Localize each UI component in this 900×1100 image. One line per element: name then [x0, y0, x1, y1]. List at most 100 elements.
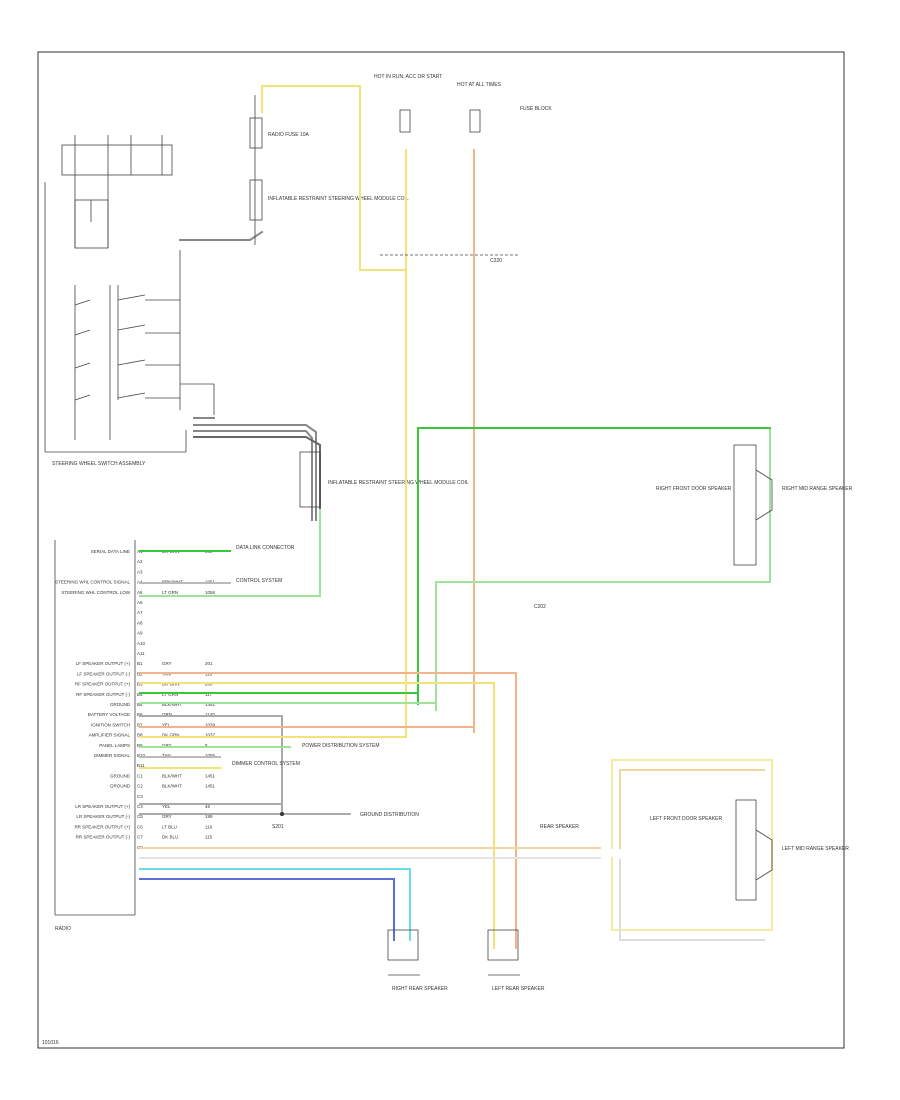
coil-lower: INFLATABLE RESTRAINT STEERING WHEEL MODU… [299, 451, 469, 508]
data-link-label: DATA LINK CONNECTOR [236, 545, 295, 551]
pin-id: C1 [137, 773, 143, 778]
rear-sp-label: REAR SPEAKER [540, 824, 579, 830]
wire-color: DK GRN [162, 733, 180, 738]
pin-id: B1 [137, 661, 143, 666]
hot-run-label: HOT IN RUN, ACC OR START [374, 74, 442, 80]
radio-pin-row: IGNITION SWITCH B7 YEL 1039 [91, 722, 216, 727]
circuit-number: 1140 [205, 712, 215, 717]
wire-color: GRY [162, 814, 172, 819]
lf-mid-label: LEFT MID RANGE SPEAKER [782, 846, 849, 852]
pin-function: GROUND [110, 702, 131, 707]
pin-function: IGNITION SWITCH [91, 722, 130, 727]
pin-function: LR SPEAKER OUTPUT (-) [76, 814, 130, 819]
pin-id: C4 [137, 804, 143, 809]
radio-wiring: DATA LINK CONNECTOR CONTROL SYSTEM POWER… [139, 509, 601, 949]
right-front-speaker-group: RIGHT FRONT DOOR SPEAKER RIGHT MID RANGE… [417, 427, 853, 711]
circuit-number: 1056 [205, 590, 216, 595]
lf-speaker-label: LEFT FRONT DOOR SPEAKER [650, 816, 722, 822]
dim-sys-label: DIMMER CONTROL SYSTEM [232, 761, 300, 767]
hot-all-label: HOT AT ALL TIMES [457, 82, 502, 88]
circuit-number: 1451 [205, 784, 216, 789]
pin-id: B8 [137, 733, 143, 738]
pin-function: SERIAL DATA LINE [91, 549, 130, 554]
pin-id: A11 [137, 651, 145, 656]
radio-pin-row: A8 [137, 620, 143, 625]
pin-function: RF SPEAKER OUTPUT (-) [76, 692, 130, 697]
circuit-number: 117 [205, 692, 213, 697]
steering-wheel-switch-assembly: STEERING WHEEL SWITCH ASSEMBLY [44, 135, 215, 467]
circuit-number: 1451 [205, 702, 216, 707]
radio-label: RADIO [55, 926, 71, 932]
pin-function: GROUND [110, 784, 131, 789]
pin-id: A6 [137, 600, 143, 605]
circuit-number: 1451 [205, 773, 216, 778]
circuit-number: 200 [205, 682, 213, 687]
pin-id: A5 [137, 590, 143, 595]
circuit-number: 199 [205, 814, 213, 819]
wire-color: DK GRN [162, 682, 180, 687]
pin-function: BATTERY VOLTAGE [88, 712, 130, 717]
pin-id: A3 [137, 569, 143, 574]
pin-function: AMPLIFIER SIGNAL [88, 733, 130, 738]
pin-id: B6 [137, 712, 143, 717]
pin-function: RR SPEAKER OUTPUT (+) [74, 824, 130, 829]
pin-id: A10 [137, 641, 146, 646]
wire-color: TAN [162, 753, 171, 758]
wire-color: DK BLU [162, 835, 178, 840]
radio-pin-row: BATTERY VOLTAGE B6 ORN 1140 [88, 712, 215, 717]
wire-color: GRY [162, 743, 172, 748]
ctrl-sys-label: CONTROL SYSTEM [236, 578, 282, 584]
conn-c-label: C202 [534, 604, 546, 610]
radio-pin-row: GROUND C2 BLK/WHT 1451 [110, 784, 216, 789]
wire-color: YEL [162, 722, 171, 727]
pin-id: A2 [137, 559, 143, 564]
harness-bundle [179, 230, 321, 521]
pin-id: A9 [137, 631, 143, 636]
pin-id: B3 [137, 682, 143, 687]
pin-function: STEERING WHL CONTROL SIGNAL [55, 580, 130, 585]
page-id: 101016 [42, 1040, 59, 1046]
wire-color: BLK/WHT [162, 784, 182, 789]
wire-color: LT GRN [162, 590, 178, 595]
wire-color: BLK/WHT [162, 773, 182, 778]
pin-function: PANEL LAMPS [99, 743, 130, 748]
pin-id: B11 [137, 763, 145, 768]
radio-pin-row: A10 [137, 641, 146, 646]
lr-speaker-label: LEFT REAR SPEAKER [492, 986, 545, 992]
pin-id: B7 [137, 722, 143, 727]
radio-pin-row: A11 [137, 651, 145, 656]
wire-color: ORN [162, 712, 172, 717]
coil-label-top: INFLATABLE RESTRAINT STEERING WHEEL MODU… [268, 196, 409, 202]
radio-pin-row: A7 [137, 610, 143, 615]
pin-function: LR SPEAKER OUTPUT (+) [75, 804, 130, 809]
pin-id: C3 [137, 794, 143, 799]
radio-pin-row: A9 [137, 631, 143, 636]
power-feeds: HOT IN RUN, ACC OR START HOT AT ALL TIME… [261, 74, 552, 733]
circuit-number: 1055 [205, 753, 216, 758]
pin-id: C2 [137, 784, 143, 789]
pin-id: C6 [137, 824, 143, 829]
rr-speaker-label: RIGHT REAR SPEAKER [392, 986, 448, 992]
pin-id: A8 [137, 620, 143, 625]
radio-pin-row: A3 [137, 569, 143, 574]
pin-id: C7 [137, 835, 143, 840]
circuit-number: 1039 [205, 722, 216, 727]
diagram-frame [37, 51, 845, 1049]
coil-upper: RADIO FUSE 10A INFLATABLE RESTRAINT STEE… [249, 95, 409, 245]
wire-color: GRY [162, 661, 172, 666]
rf-speaker-label: RIGHT FRONT DOOR SPEAKER [656, 486, 732, 492]
radio-pin-row: A6 [137, 600, 143, 605]
circuit-number: 116 [205, 824, 213, 829]
steering-switch-label: STEERING WHEEL SWITCH ASSEMBLY [52, 461, 146, 467]
pin-id: B5 [137, 702, 143, 707]
circuit-number: 8 [205, 743, 208, 748]
